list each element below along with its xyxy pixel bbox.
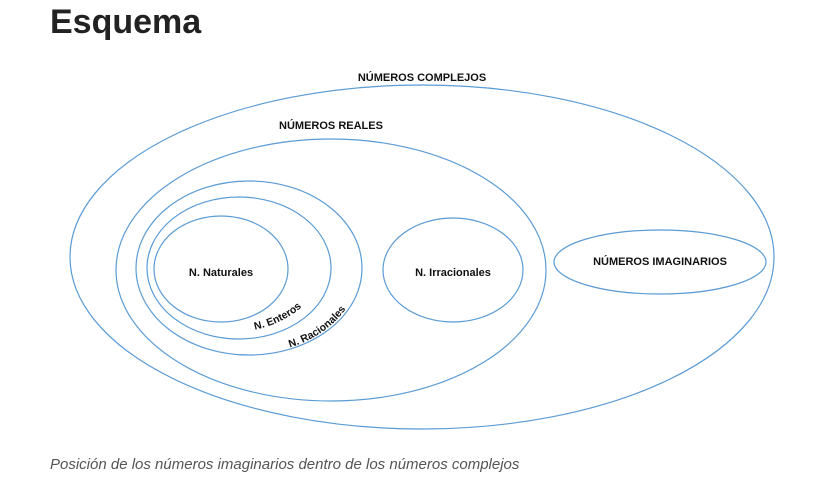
imaginarios-ellipse (553, 229, 767, 295)
imaginarios-label: NÚMEROS IMAGINARIOS (593, 255, 727, 268)
figure-caption: Posición de los números imaginarios dent… (50, 456, 520, 473)
enteros-label: N. Enteros (253, 300, 304, 333)
naturales-label: N. Naturales (189, 267, 253, 279)
naturales-ellipse (153, 215, 289, 323)
irracionales-label: N. Irracionales (415, 267, 491, 279)
enteros-ellipse (146, 196, 332, 340)
complejos-ellipse (69, 84, 775, 430)
irracionales-ellipse (382, 217, 524, 323)
complejos-label: NÚMEROS COMPLEJOS (358, 71, 486, 84)
page-title: Esquema (50, 3, 202, 41)
racionales-ellipse (135, 180, 363, 356)
reales-ellipse (115, 138, 547, 402)
enteros-label-path: N. Enteros (253, 300, 304, 333)
reales-label: NÚMEROS REALES (279, 119, 383, 132)
